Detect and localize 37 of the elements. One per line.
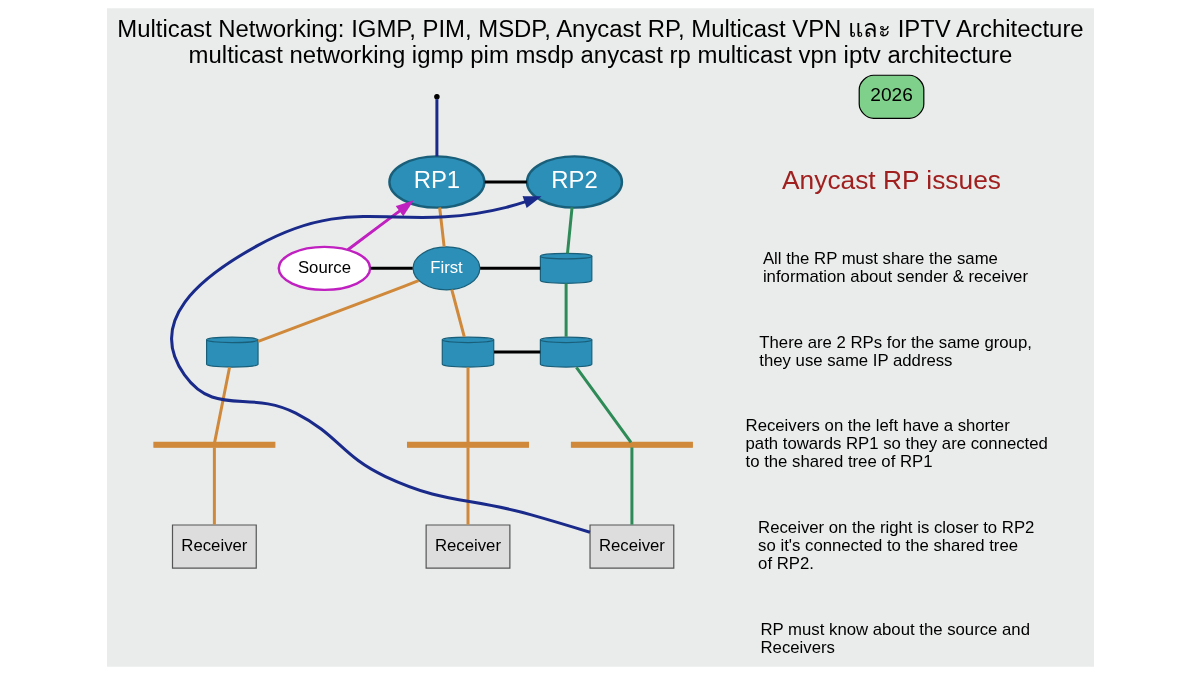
connector <box>434 99 438 157</box>
arrow <box>169 196 590 534</box>
connector <box>437 207 446 247</box>
connector <box>212 367 231 443</box>
connector <box>629 447 633 525</box>
label: All the RP must share the same information about sender & receiver <box>762 248 1028 286</box>
node-ellipse: Source <box>277 245 371 292</box>
connector <box>370 266 413 270</box>
label: Anycast RP issues <box>781 164 1001 195</box>
connector <box>484 180 527 184</box>
connector <box>565 207 574 254</box>
caption: multicast networking igmp pim msdp anycast rp multicast vpn iptv architecture <box>188 41 1012 69</box>
connector <box>574 366 632 444</box>
node-ellipse: RP1 <box>387 155 486 209</box>
label: Receivers on the left have a shorter path towards RP1 so they are connected to the shared tree of RP1 <box>745 416 1048 472</box>
node-ellipse: RP2 <box>525 155 623 209</box>
connector <box>449 289 466 338</box>
connector <box>466 447 469 525</box>
node-bar <box>570 441 693 448</box>
connector <box>564 283 568 337</box>
node-ellipse: First <box>412 246 480 291</box>
connector <box>212 447 216 525</box>
connector <box>257 279 419 343</box>
label: There are 2 RPs for the same group, they use same IP address <box>758 332 1032 370</box>
node-bar <box>406 441 529 448</box>
arrow <box>346 200 414 251</box>
connector <box>466 367 469 443</box>
diagram-title: Multicast Networking: IGMP, PIM, MSDP, Anycast RP, Multicast VPN และ IPTV Architecture <box>116 14 1084 42</box>
node-box: Receiver <box>588 524 674 569</box>
label: RP must know about the source and Receivers <box>760 619 1030 657</box>
node-bar <box>152 441 275 448</box>
node-box: Receiver <box>425 524 510 569</box>
connector <box>479 266 540 270</box>
label: 2026 <box>869 84 913 106</box>
label: Receiver on the right is closer to RP2 so it's connected to the shared tree of RP2. <box>757 518 1034 573</box>
connector <box>493 350 540 354</box>
node-box: Receiver <box>171 524 257 569</box>
